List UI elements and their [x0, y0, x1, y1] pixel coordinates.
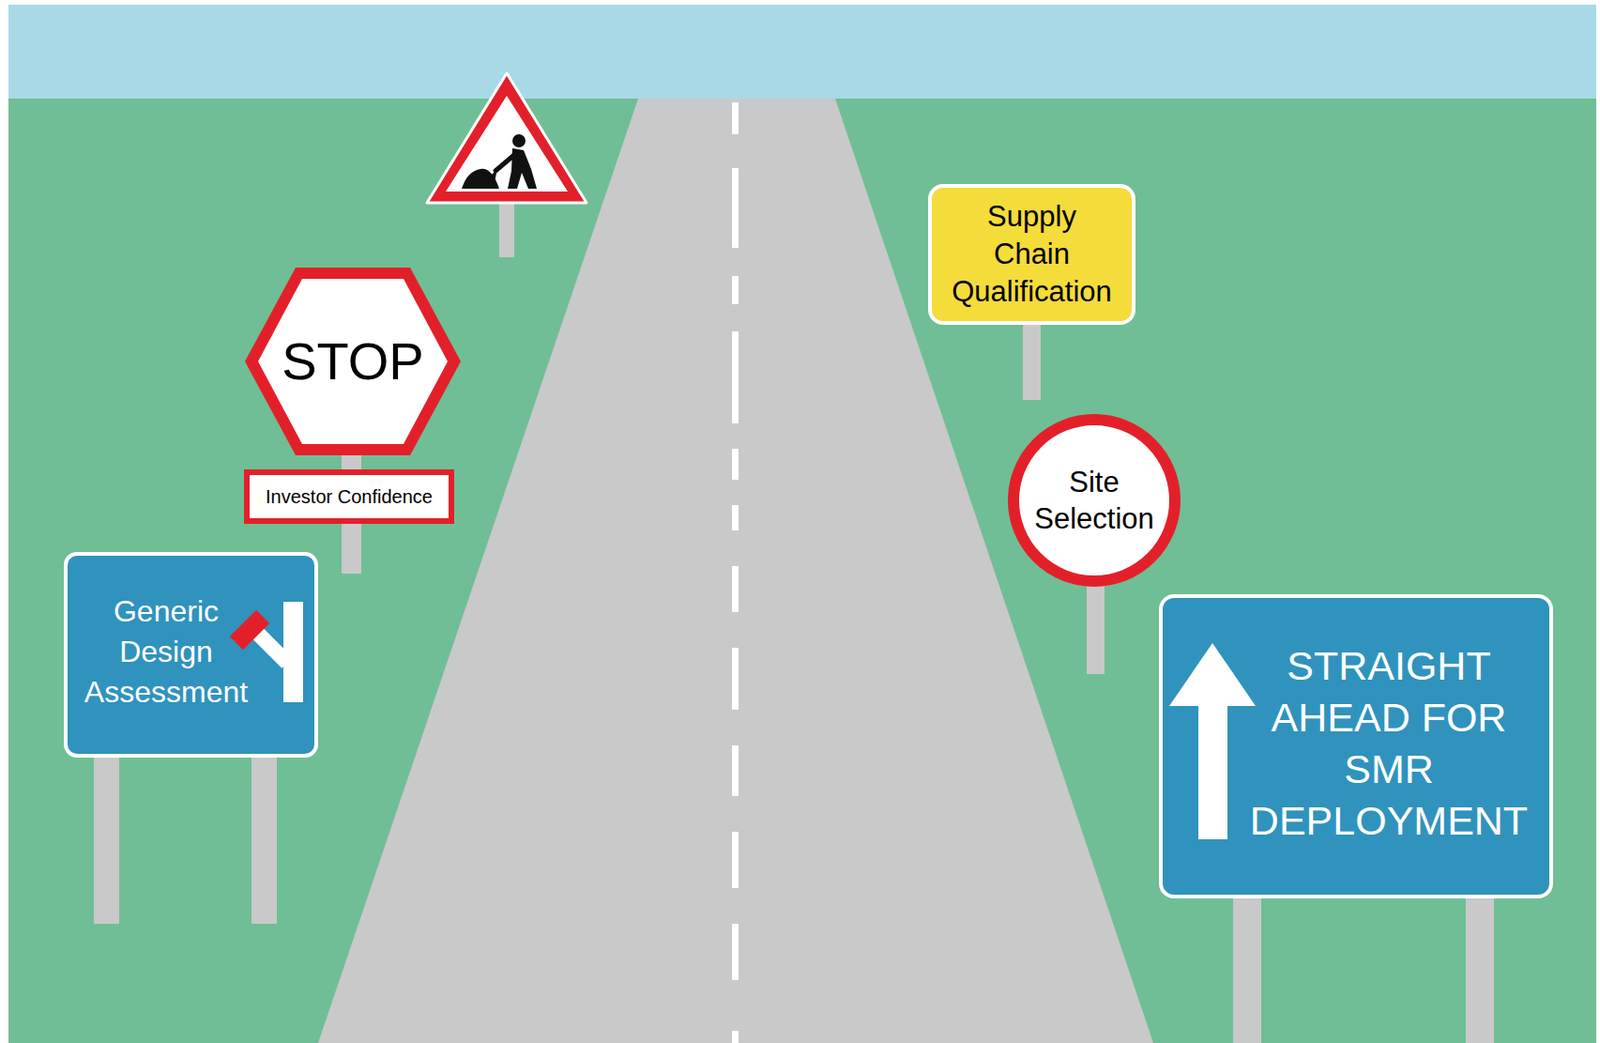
supply-chain-sign: Supply Chain Qualification	[928, 183, 1136, 325]
sign-text-area: Site Selection	[1019, 425, 1170, 576]
worker-shovel	[495, 154, 515, 171]
lane-dash	[731, 102, 739, 135]
hexagon-border	[244, 267, 461, 456]
lane-dash	[731, 831, 739, 888]
sign-text: Generic Design Assessment	[76, 591, 256, 713]
sign-text: Supply Chain Qualification	[948, 198, 1116, 311]
stop-sign: STOP	[244, 267, 461, 456]
sign-text-area: STOP	[244, 267, 461, 456]
sky	[8, 4, 1597, 100]
lane-dash	[731, 647, 739, 710]
sign-post	[1086, 581, 1105, 674]
lane-dash	[731, 275, 739, 305]
sign-post	[1233, 896, 1262, 1043]
grass	[8, 98, 1597, 1043]
ahead-arrow	[1169, 642, 1256, 839]
worker-head	[512, 134, 526, 148]
hexagon-face	[258, 278, 448, 444]
warning-triangle	[426, 73, 587, 203]
sign-text-area: Supply Chain Qualification	[931, 187, 1132, 321]
lane-dash	[731, 565, 739, 612]
direction-sign: Generic Design Assessment	[63, 551, 319, 758]
side-road-branch	[256, 631, 288, 663]
lane-dashes	[731, 102, 739, 1043]
sign-post	[93, 755, 120, 924]
lane-dash	[731, 167, 739, 248]
lane-dash	[731, 1030, 739, 1043]
sign-text: Site Selection	[1028, 463, 1160, 537]
lane-dash	[731, 504, 739, 531]
main-road-bar	[283, 601, 304, 702]
sign-text-area: STRAIGHT AHEAD FOR SMR DEPLOYMENT	[1243, 640, 1535, 847]
sign-text: STRAIGHT AHEAD FOR SMR DEPLOYMENT	[1243, 640, 1535, 847]
arrow-head	[1169, 642, 1256, 706]
roadworks-sign	[426, 73, 587, 203]
sign-post	[251, 755, 277, 924]
road	[318, 98, 1154, 1043]
sign-text-area: Investor Confidence	[249, 474, 449, 519]
investor-confidence-plate: Investor Confidence	[243, 469, 455, 524]
arrow-shaft	[1198, 703, 1228, 839]
lane-dash	[731, 745, 739, 796]
sign-post	[1465, 896, 1494, 1043]
shovel-blade	[487, 168, 498, 183]
sign-text-area: Generic Design Assessment	[76, 591, 256, 713]
ahead-sign: STRAIGHT AHEAD FOR SMR DEPLOYMENT	[1158, 594, 1554, 899]
sign-text: STOP	[259, 332, 447, 391]
closed-road-bar	[229, 609, 270, 650]
junction-symbol	[229, 601, 304, 702]
sign-text: Investor Confidence	[250, 485, 448, 508]
sign-post	[499, 197, 515, 258]
lane-dash	[731, 331, 739, 424]
warning-triangle-inner	[445, 95, 568, 192]
lane-dash	[731, 923, 739, 980]
site-selection-sign: Site Selection	[1007, 413, 1181, 587]
lane-dash	[731, 448, 739, 480]
sign-post	[1022, 322, 1041, 400]
